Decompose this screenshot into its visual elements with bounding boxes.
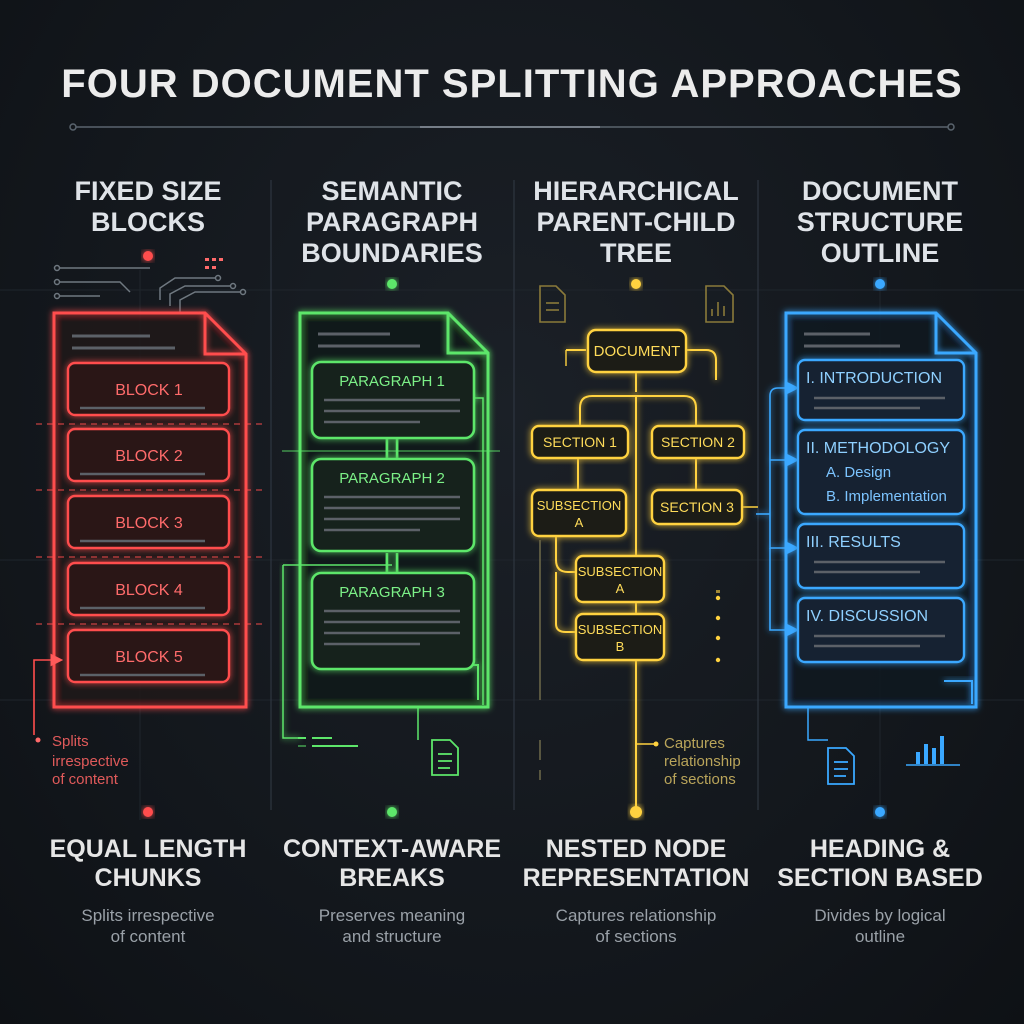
- column-4-footer-subtitle: Divides by logical outline: [814, 906, 946, 946]
- outline-section: IV. DISCUSSION: [796, 596, 966, 664]
- svg-text:irrespective: irrespective: [52, 753, 129, 770]
- column-4-outline: I. INTRODUCTION II. METHODOLOGY A. DesignB…: [756, 279, 978, 817]
- column-2-footer-title: CONTEXT-AWARE BREAKS: [282, 835, 502, 892]
- column-2-heading: SEMANTIC PARAGRAPH BOUNDARIES: [301, 176, 483, 268]
- circuit-decoration: [53, 264, 247, 312]
- block-label: BLOCK 1: [115, 382, 183, 399]
- block-label: BLOCK 3: [115, 515, 183, 532]
- bottom-node-dot: [143, 807, 153, 817]
- column-dividers: [270, 180, 759, 810]
- svg-text:A: A: [616, 581, 625, 596]
- top-node-dot: [143, 251, 153, 261]
- paragraph-label: PARAGRAPH 1: [339, 373, 445, 390]
- svg-text:relationship: relationship: [664, 753, 741, 770]
- bar-chart-icon: [906, 736, 960, 766]
- column-4-footer-title: HEADING & SECTION BASED: [777, 835, 983, 892]
- block-chunk: BLOCK 3: [66, 494, 231, 550]
- block-label: BLOCK 5: [115, 649, 183, 666]
- bottom-node-dot: [387, 807, 397, 817]
- outline-heading: II. METHODOLOGY: [806, 440, 950, 457]
- column-3-footer-title: NESTED NODE REPRESENTATION: [522, 835, 750, 892]
- node-subsection-a-top: SUBSECTION A: [530, 488, 628, 538]
- svg-text:SECTION 2: SECTION 2: [661, 434, 735, 450]
- column-1-heading: FIXED SIZE BLOCKS: [74, 176, 222, 237]
- dot-decoration: [715, 590, 721, 663]
- block-chunk: BLOCK 1: [66, 361, 231, 417]
- node-document: DOCUMENT: [586, 328, 688, 374]
- paragraph-label: PARAGRAPH 3: [339, 584, 445, 601]
- column-1-fixed-size: BLOCK 1 BLOCK 2 BLOCK 3 BLOCK 4 BLOCK 5: [0, 251, 262, 817]
- svg-text:B: B: [616, 639, 625, 654]
- outline-heading: IV. DISCUSSION: [806, 608, 928, 625]
- svg-text:SECTION 3: SECTION 3: [660, 499, 734, 515]
- svg-text:DOCUMENT: DOCUMENT: [594, 343, 681, 360]
- top-node-dot: [387, 279, 397, 289]
- block-chunk: BLOCK 4: [66, 561, 231, 617]
- chart-small-icon: [705, 285, 734, 323]
- outline-heading: III. RESULTS: [806, 534, 901, 551]
- bottom-node-dot: [630, 806, 642, 818]
- node-subsection-a: SUBSECTION A: [574, 554, 666, 604]
- column-3-hierarchical: DOCUMENT SECTION 1 SECTION 2 SUBSECTION …: [530, 279, 758, 818]
- column-4-heading: DOCUMENT STRUCTURE OUTLINE: [796, 176, 964, 268]
- paragraph-chunk: PARAGRAPH 1: [310, 360, 476, 440]
- outline-section: III. RESULTS: [796, 522, 966, 590]
- svg-text:SECTION 1: SECTION 1: [543, 434, 617, 450]
- svg-text:SUBSECTION: SUBSECTION: [537, 498, 622, 513]
- node-subsection-b: SUBSECTION B: [574, 612, 666, 662]
- paragraph-chunk: PARAGRAPH 3: [310, 571, 476, 671]
- svg-text:of sections: of sections: [664, 771, 736, 788]
- column-3-footer-subtitle: Captures relationship of sections: [555, 906, 717, 946]
- top-node-dot: [631, 279, 641, 289]
- doc-small-icon: [539, 285, 566, 323]
- column-2-footer-subtitle: Preserves meaning and structure: [318, 906, 466, 946]
- svg-text:SUBSECTION: SUBSECTION: [578, 564, 663, 579]
- block-label: BLOCK 4: [115, 582, 183, 599]
- paragraph-chunk: PARAGRAPH 2: [310, 457, 476, 553]
- svg-text:Splits: Splits: [52, 733, 89, 750]
- title-divider: [69, 123, 955, 131]
- paragraph-label: PARAGRAPH 2: [339, 470, 445, 487]
- column-1-footer-subtitle: Splits irrespective of content: [81, 906, 215, 946]
- outline-section: I. INTRODUCTION: [796, 358, 966, 422]
- node-section-1: SECTION 1: [530, 424, 630, 460]
- block-label: BLOCK 2: [115, 448, 183, 465]
- column-2-semantic: PARAGRAPH 1 PARAGRAPH 2 PARAGRAPH 3: [282, 279, 526, 817]
- list-icon: [298, 737, 358, 747]
- column-1-footer-title: EQUAL LENGTH CHUNKS: [49, 835, 247, 892]
- svg-text:A: A: [575, 515, 584, 530]
- document-list-icon: [431, 739, 459, 776]
- document-small-icon: [827, 747, 855, 785]
- bottom-node-dot: [875, 807, 885, 817]
- node-section-2: SECTION 2: [650, 424, 746, 460]
- outline-subheading: A. Design: [826, 464, 891, 481]
- outline-heading: I. INTRODUCTION: [806, 370, 942, 387]
- outline-section: II. METHODOLOGY A. Design B. Implementatio…: [796, 428, 966, 516]
- block-chunk: BLOCK 5: [66, 628, 231, 684]
- node-section-3: SECTION 3: [650, 488, 744, 526]
- block-chunk: BLOCK 2: [66, 427, 231, 483]
- page-title: FOUR DOCUMENT SPLITTING APPROACHES: [61, 62, 963, 106]
- svg-text:Captures: Captures: [664, 735, 725, 752]
- column-1-annotation: Splits irrespective of content: [35, 733, 129, 788]
- svg-text:of content: of content: [52, 771, 119, 788]
- column-3-heading: HIERARCHICAL PARENT-CHILD TREE: [533, 176, 739, 268]
- outline-subheading: B. Implementation: [826, 488, 947, 505]
- top-node-dot: [875, 279, 885, 289]
- svg-text:SUBSECTION: SUBSECTION: [578, 622, 663, 637]
